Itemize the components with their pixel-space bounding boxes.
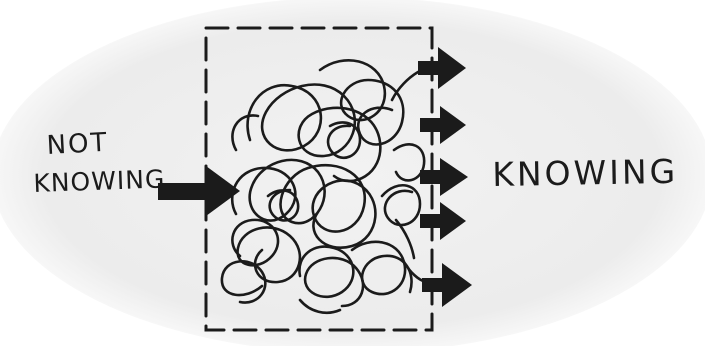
output-arrow-1 (418, 47, 466, 89)
input-label-line2: KNOWING (32, 164, 166, 198)
tangle-scribble (220, 59, 428, 314)
output-arrow-3 (420, 158, 468, 196)
input-arrow (158, 166, 240, 216)
output-arrow-4 (420, 202, 466, 240)
input-label-line1: NOT (45, 127, 110, 161)
output-label: KNOWING (491, 151, 679, 194)
output-arrow-5 (422, 263, 472, 307)
output-arrow-2 (420, 106, 466, 144)
